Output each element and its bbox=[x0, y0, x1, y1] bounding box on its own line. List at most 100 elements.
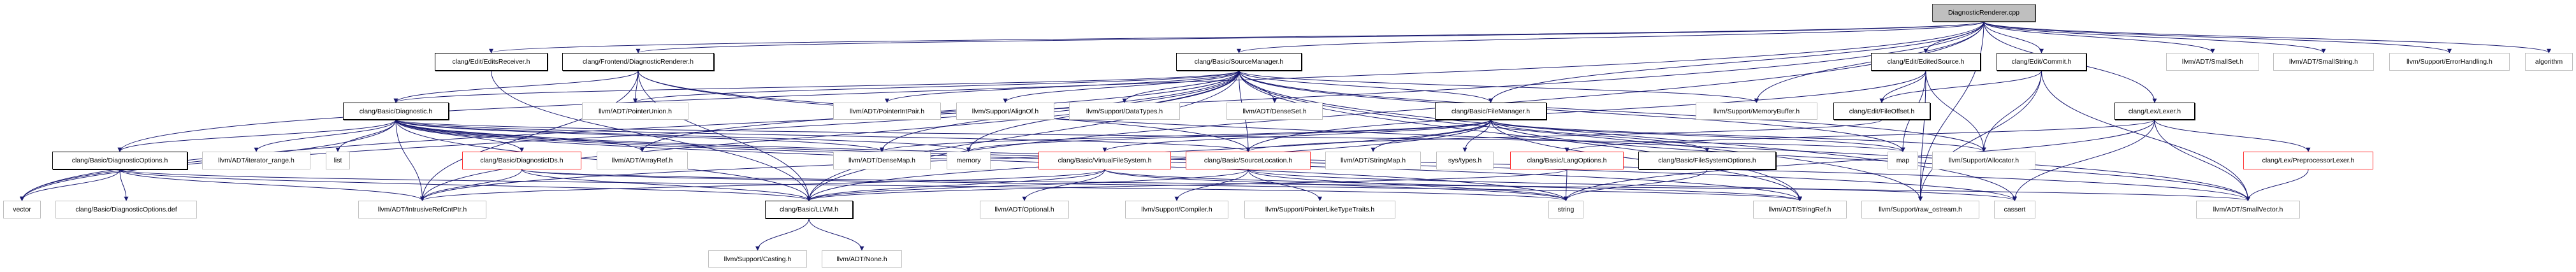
edge-diagnostic-to-densemap bbox=[395, 119, 884, 152]
edge-root-to-smallstring bbox=[1983, 21, 2326, 54]
edge-filemanager-to-fsoptions bbox=[1490, 119, 1710, 152]
graph-node-filemanager[interactable]: clang/Basic/FileManager.h bbox=[1435, 103, 1546, 120]
edge-lexer-to-smallvector bbox=[2154, 119, 2250, 201]
edge-sourcelocation-to-string bbox=[1248, 169, 1568, 201]
graph-node-diagnostic[interactable]: clang/Basic/Diagnostic.h bbox=[343, 103, 449, 120]
graph-node-pointerintpair: llvm/ADT/PointerIntPair.h bbox=[833, 103, 941, 120]
edge-lexer-to-string bbox=[1564, 119, 2155, 201]
graph-node-alignof: llvm/Support/AlignOf.h bbox=[956, 103, 1054, 120]
edge-diagoptions-to-llvmh bbox=[119, 169, 811, 201]
edge-sourcemanager-to-stringref bbox=[1239, 70, 1802, 201]
edge-filemanager-to-allocator bbox=[1490, 119, 1986, 152]
graph-node-diagrenderer[interactable]: clang/Frontend/DiagnosticRenderer.h bbox=[562, 53, 714, 71]
edge-editedsource-to-sourcelocation bbox=[1246, 70, 1926, 152]
edge-sourcelocation-to-llvmh bbox=[806, 169, 1249, 201]
graph-node-memory: memory bbox=[947, 152, 991, 169]
edge-filemanager-to-densemap bbox=[880, 119, 1491, 152]
graph-node-arrayref: llvm/ADT/ArrayRef.h bbox=[597, 152, 688, 169]
edge-sourcelocation-to-compiler bbox=[1174, 169, 1249, 201]
edge-diagoptions-to-diagoptionsdef bbox=[119, 169, 129, 201]
edge-root-to-sourcemanager bbox=[1237, 21, 1984, 54]
graph-node-pplexer[interactable]: clang/Lex/PreprocessorLexer.h bbox=[2243, 152, 2373, 169]
edge-root-to-smallset bbox=[1983, 21, 2215, 54]
graph-node-pointerunion: llvm/ADT/PointerUnion.h bbox=[582, 103, 688, 120]
graph-node-none: llvm/ADT/None.h bbox=[822, 250, 902, 268]
graph-node-sourcelocation[interactable]: clang/Basic/SourceLocation.h bbox=[1186, 152, 1311, 169]
edge-diagoptions-to-intrusiverefcntptr bbox=[119, 169, 425, 201]
graph-node-fsoptions[interactable]: clang/Basic/FileSystemOptions.h bbox=[1638, 152, 1776, 169]
edge-fsoptions-to-string bbox=[1564, 169, 1708, 201]
graph-node-errorhandling: llvm/Support/ErrorHandling.h bbox=[2389, 53, 2510, 71]
graph-node-memorybuffer: llvm/Support/MemoryBuffer.h bbox=[1696, 103, 1817, 120]
graph-node-systypes: sys/types.h bbox=[1436, 152, 1494, 169]
graph-node-vfs[interactable]: clang/Basic/VirtualFileSystem.h bbox=[1038, 152, 1171, 169]
edge-filemanager-to-vfs bbox=[1102, 119, 1491, 152]
graph-node-string: string bbox=[1548, 201, 1583, 218]
edge-filemanager-to-systypes bbox=[1462, 119, 1491, 152]
graph-node-pointerliketypetraits: llvm/Support/PointerLikeTypeTraits.h bbox=[1244, 201, 1395, 218]
edge-sourcemanager-to-pointerintpair bbox=[885, 70, 1239, 103]
graph-node-llvmh[interactable]: clang/Basic/LLVM.h bbox=[765, 201, 853, 218]
graph-node-compiler: llvm/Support/Compiler.h bbox=[1125, 201, 1228, 218]
graph-node-lexer[interactable]: clang/Lex/Lexer.h bbox=[2114, 103, 2195, 120]
edge-filemanager-to-stringmap bbox=[1371, 119, 1491, 152]
edge-filemanager-to-map bbox=[1490, 119, 1905, 152]
graph-node-map: map bbox=[1888, 152, 1918, 169]
edge-commit-to-rawostream bbox=[1918, 70, 2042, 201]
edge-diagids-to-smallvector bbox=[521, 169, 2250, 201]
edge-vfs-to-string bbox=[1104, 169, 1568, 201]
graph-node-editsreceiver[interactable]: clang/Edit/EditsReceiver.h bbox=[435, 53, 548, 71]
graph-node-list: list bbox=[326, 152, 350, 169]
edge-diagrenderer-to-llvmh bbox=[637, 70, 811, 201]
edge-sourcemanager-to-map bbox=[1239, 70, 1905, 152]
edge-diagrenderer-to-intrusiverefcntptr bbox=[420, 70, 639, 201]
edge-vfs-to-stringref bbox=[1104, 169, 1802, 201]
edge-lexer-to-pplexer bbox=[2154, 119, 2311, 152]
edge-sourcemanager-to-allocator bbox=[1239, 70, 1986, 152]
graph-node-root[interactable]: DiagnosticRenderer.cpp bbox=[1932, 4, 2035, 22]
graph-node-diagids[interactable]: clang/Basic/DiagnosticIDs.h bbox=[462, 152, 581, 169]
edge-filemanager-to-smallvector bbox=[1490, 119, 2250, 201]
graph-node-smallvector: llvm/ADT/SmallVector.h bbox=[2196, 201, 2300, 218]
graph-node-rawostream: llvm/Support/raw_ostream.h bbox=[1861, 201, 1979, 218]
edge-sourcemanager-to-memorybuffer bbox=[1239, 70, 1759, 103]
edge-sourcemanager-to-filemanager bbox=[1239, 70, 1493, 103]
edge-sourcemanager-to-vector bbox=[20, 70, 1239, 201]
edge-editedsource-to-allocator bbox=[1925, 70, 1986, 152]
edge-sourcemanager-to-rawostream bbox=[1239, 70, 1923, 201]
edge-vfs-to-optional bbox=[1022, 169, 1105, 201]
edge-diagnostic-to-diagoptions bbox=[117, 119, 397, 152]
edge-root-to-errorhandling bbox=[1983, 21, 2452, 54]
graph-node-langoptions[interactable]: clang/Basic/LangOptions.h bbox=[1510, 152, 1624, 169]
graph-node-sourcemanager[interactable]: clang/Basic/SourceManager.h bbox=[1176, 53, 1302, 71]
edge-editsreceiver-to-llvmh bbox=[491, 70, 811, 201]
edge-diagids-to-stringref bbox=[521, 169, 1802, 201]
edge-lexer-to-cassert bbox=[2012, 119, 2155, 201]
graph-node-densemap: llvm/ADT/DenseMap.h bbox=[833, 152, 931, 169]
edge-editedsource-to-rawostream bbox=[1918, 70, 1926, 201]
graph-node-iteratorrange: llvm/ADT/iterator_range.h bbox=[202, 152, 310, 169]
edge-sourcemanager-to-alignof bbox=[1003, 70, 1239, 103]
graph-node-casting: llvm/Support/Casting.h bbox=[708, 250, 807, 268]
graph-node-allocator: llvm/Support/Allocator.h bbox=[1932, 152, 2035, 169]
edge-diagnostic-to-map bbox=[395, 119, 1905, 152]
graph-node-stringmap: llvm/ADT/StringMap.h bbox=[1325, 152, 1421, 169]
edge-diagnostic-to-iteratorrange bbox=[254, 119, 397, 152]
edge-diagnostic-to-intrusiverefcntptr bbox=[395, 119, 425, 201]
graph-node-fileoffset[interactable]: clang/Edit/FileOffset.h bbox=[1833, 103, 1930, 120]
graph-node-commit[interactable]: clang/Edit/Commit.h bbox=[1997, 53, 2086, 71]
graph-node-denseset: llvm/ADT/DenseSet.h bbox=[1226, 103, 1323, 120]
edge-langoptions-to-string bbox=[1564, 169, 1569, 201]
graph-node-diagoptionsdef: clang/Basic/DiagnosticOptions.def bbox=[55, 201, 197, 218]
graph-node-editedsource[interactable]: clang/Edit/EditedSource.h bbox=[1871, 53, 1981, 71]
edge-sourcemanager-to-cassert bbox=[1239, 70, 2017, 201]
edge-editedsource-to-fileoffset bbox=[1879, 70, 1926, 103]
edge-vfs-to-intrusiverefcntptr bbox=[420, 169, 1105, 201]
graph-node-datatypes: llvm/Support/DataTypes.h bbox=[1069, 103, 1180, 120]
graph-node-diagoptions[interactable]: clang/Basic/DiagnosticOptions.h bbox=[52, 152, 187, 169]
edge-filemanager-to-memory bbox=[966, 119, 1491, 152]
edge-diagnostic-to-smallvector bbox=[395, 119, 2250, 201]
edge-root-to-algorithm bbox=[1983, 21, 2551, 54]
